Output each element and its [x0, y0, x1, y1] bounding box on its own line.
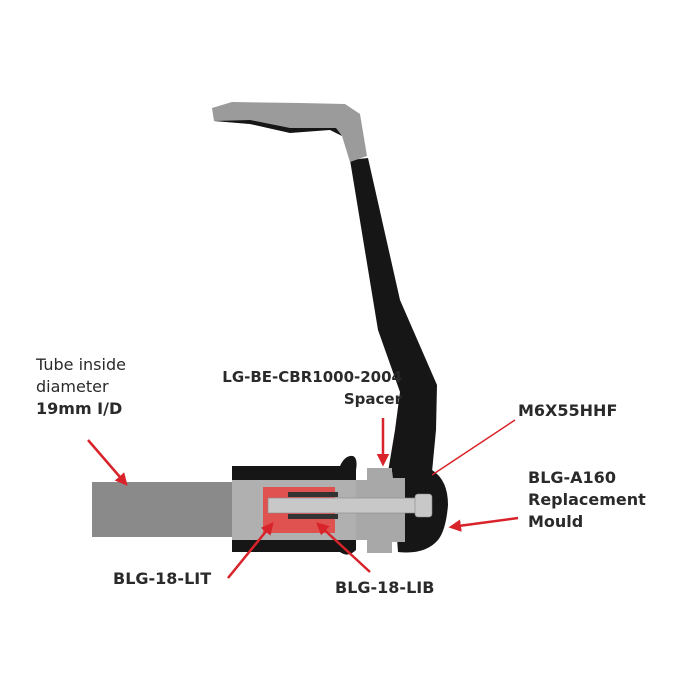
tube-label: Tube inside diameter 19mm I/D: [36, 354, 126, 420]
tube-label-line1: Tube inside: [36, 355, 126, 374]
arrow-lib: [316, 522, 371, 573]
mould-label-line3: Mould: [528, 512, 584, 531]
lit-label: BLG-18-LIT: [113, 569, 212, 588]
arrow-lit: [227, 522, 274, 579]
arrow-mould: [448, 516, 519, 532]
bolt: [267, 497, 419, 514]
tube-label-line2: diameter: [36, 377, 109, 396]
mould-label: BLG-A160 Replacement Mould: [528, 467, 646, 533]
arrow-tube: [87, 439, 128, 486]
lever-blade: [350, 158, 437, 472]
bolt-label: M6X55HHF: [518, 401, 618, 420]
lib-label: BLG-18-LIB: [335, 578, 435, 597]
line-bolt: [431, 419, 516, 476]
lever-tip: [212, 102, 367, 162]
spacer-label-line1: LG-BE-CBR1000-2004: [222, 368, 402, 386]
tube-label-line3: 19mm I/D: [36, 399, 123, 418]
spacer-label: LG-BE-CBR1000-2004 Spacer: [222, 366, 402, 410]
spacer-label-line2: Spacer: [343, 390, 402, 408]
mould-label-line2: Replacement: [528, 490, 646, 509]
mould-label-line1: BLG-A160: [528, 468, 616, 487]
